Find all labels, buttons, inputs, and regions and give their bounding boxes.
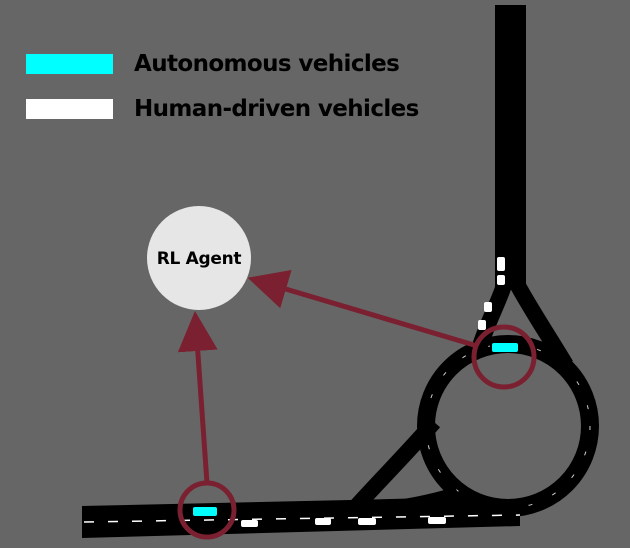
legend-label-human: Human-driven vehicles: [134, 96, 419, 122]
ring-road-lane-marking: [425, 343, 591, 509]
autonomous-vehicles: [193, 343, 518, 516]
highlight-circle-ring: [471, 324, 537, 390]
legend-label-autonomous: Autonomous vehicles: [134, 51, 400, 77]
human-vehicle: [497, 275, 505, 285]
human-vehicle: [484, 302, 492, 312]
legend-swatch-human: [26, 99, 113, 119]
human-vehicle: [358, 518, 376, 525]
arrow-ring-to-agent: [247, 269, 475, 348]
legend-swatch-autonomous: [26, 54, 113, 74]
human-vehicle: [497, 257, 505, 271]
ring-road: [417, 335, 599, 517]
bottom-highway: [82, 497, 520, 538]
human-vehicle: [478, 320, 486, 330]
highway-lane-marking: [83, 514, 521, 523]
human-vehicle: [315, 518, 331, 525]
left-ramp: [470, 279, 513, 355]
vertical-road: [495, 5, 526, 287]
human-vehicle: [428, 517, 446, 524]
human-vehicles: [241, 257, 505, 527]
right-ramp: [508, 278, 573, 370]
autonomous-vehicle: [193, 507, 217, 516]
autonomous-vehicle: [492, 343, 518, 352]
arrow-highway-to-agent: [177, 311, 218, 484]
rl-agent-label: RL Agent: [157, 249, 242, 269]
human-vehicle: [241, 520, 258, 527]
rl-agent-node: [147, 206, 251, 310]
